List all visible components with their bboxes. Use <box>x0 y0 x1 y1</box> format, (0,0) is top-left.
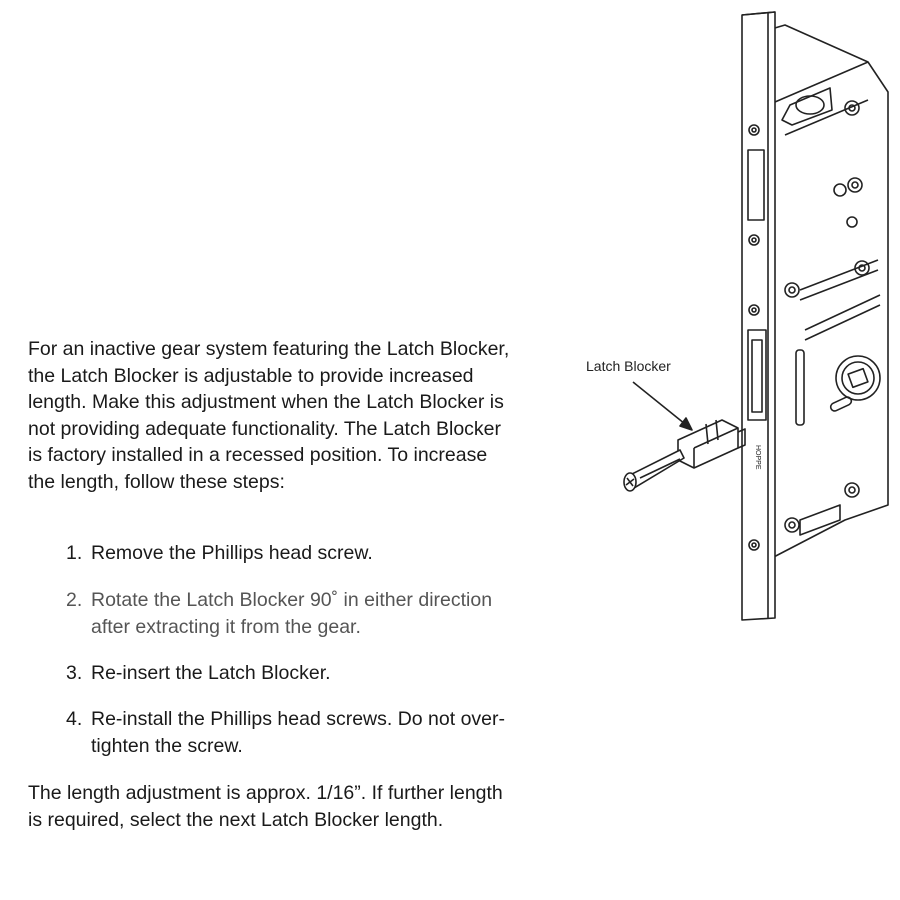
step-number: 3. <box>66 662 83 684</box>
lock-case <box>767 24 889 561</box>
case-screws <box>784 100 870 533</box>
callout-arrow <box>632 381 693 431</box>
phillips-screw <box>623 449 685 492</box>
step-number: 1. <box>66 542 83 564</box>
step-text: Remove the Phillips head screw. <box>91 542 373 564</box>
step-item: 2. Rotate the Latch Blocker 90˚ in eithe… <box>66 587 506 640</box>
step-text: Re-insert the Latch Blocker. <box>91 662 331 684</box>
brand-mark: HOPPE <box>754 445 761 470</box>
lock-diagram: Latch Blocker HOPPE <box>586 11 889 621</box>
step-number: 4. <box>66 708 83 730</box>
intro-paragraph: For an inactive gear system featuring th… <box>28 338 510 493</box>
step-text: Re-install the Phillips head screws. Do … <box>91 708 506 757</box>
faceplate-screws <box>748 124 760 551</box>
step-item: 3. Re-insert the Latch Blocker. <box>66 660 331 687</box>
callout-label: Latch Blocker <box>586 358 671 374</box>
step-item: 1. Remove the Phillips head screw. <box>66 540 373 567</box>
outro-paragraph: The length adjustment is approx. 1/16”. … <box>28 782 503 831</box>
faceplate <box>741 11 776 621</box>
step-number: 2. <box>66 589 83 611</box>
spindle-hub <box>835 355 881 401</box>
step-text: Rotate the Latch Blocker 90˚ in either d… <box>91 589 493 638</box>
step-item: 4. Re-install the Phillips head screws. … <box>66 706 506 759</box>
